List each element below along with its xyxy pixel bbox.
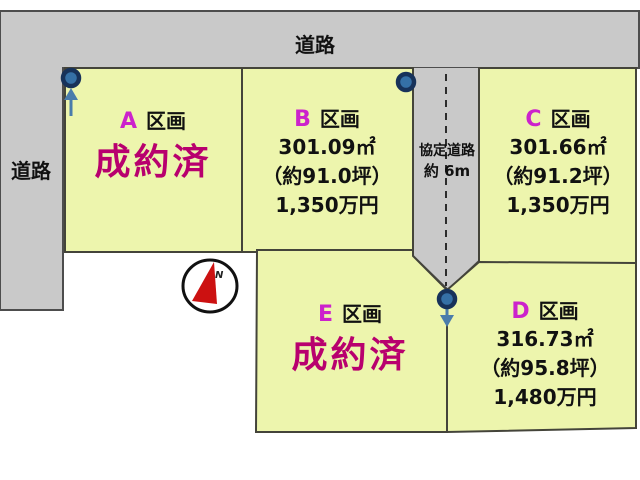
plot-c-tsubo: （約91.2坪）: [493, 164, 623, 188]
plot-c-letter: C: [525, 107, 542, 132]
boundary-pin-icon: [395, 71, 417, 93]
plot-d-shape: [446, 260, 637, 434]
plot-d-price: 1,480万円: [493, 385, 597, 409]
plot-b-letter: B: [294, 107, 311, 132]
boundary-pin-icon: [436, 288, 458, 327]
agreement-road-width: 約 6m: [423, 162, 471, 180]
plot-e-status: 成約済: [291, 335, 409, 376]
left-road-label: 道路: [11, 159, 51, 183]
plot-d-tsubo: （約95.8坪）: [480, 356, 610, 380]
agreement-road-name: 協定道路: [419, 143, 475, 159]
plot-b-area: 301.09㎡: [278, 135, 376, 159]
plot-e-letter: E: [317, 302, 334, 327]
plot-b-tsubo: （約91.0坪）: [262, 164, 392, 188]
plot-c-label: C 区画 301.66㎡ （約91.2坪） 1,350万円: [483, 106, 633, 220]
compass-n-label: N: [215, 270, 224, 281]
plot-b-price: 1,350万円: [275, 193, 379, 217]
plot-a-title: A 区画: [80, 108, 226, 135]
plot-e-title: E 区画: [264, 301, 436, 328]
plot-b-title: B 区画: [245, 106, 409, 133]
kukaku-label: 区画: [146, 109, 187, 133]
plot-c-title: C 区画: [483, 106, 633, 133]
top-road-label: 道路: [295, 33, 335, 57]
kukaku-label: 区画: [550, 107, 591, 131]
plot-d-label: D 区画 316.73㎡ （約95.8坪） 1,480万円: [460, 298, 630, 412]
public-road-shape: [0, 10, 640, 311]
plot-d-title: D 区画: [460, 298, 630, 325]
kukaku-label: 区画: [342, 302, 383, 326]
plot-c-area: 301.66㎡: [509, 135, 607, 159]
plot-a-status: 成約済: [94, 142, 212, 183]
plot-a-label: A 区画 成約済: [80, 108, 226, 186]
kukaku-label: 区画: [319, 107, 360, 131]
plot-d-letter: D: [511, 299, 530, 324]
plot-b-label: B 区画 301.09㎡ （約91.0坪） 1,350万円: [245, 106, 409, 220]
agreement-road-label: 協定道路 約 6m: [410, 142, 484, 181]
north-arrow-icon: N: [181, 258, 239, 314]
plot-a-letter: A: [119, 109, 138, 134]
plot-e-label: E 区画 成約済: [264, 301, 436, 379]
plot-c-price: 1,350万円: [506, 193, 610, 217]
plot-d-area: 316.73㎡: [496, 327, 594, 351]
kukaku-label: 区画: [538, 299, 579, 323]
boundary-pin-icon: [60, 67, 82, 116]
